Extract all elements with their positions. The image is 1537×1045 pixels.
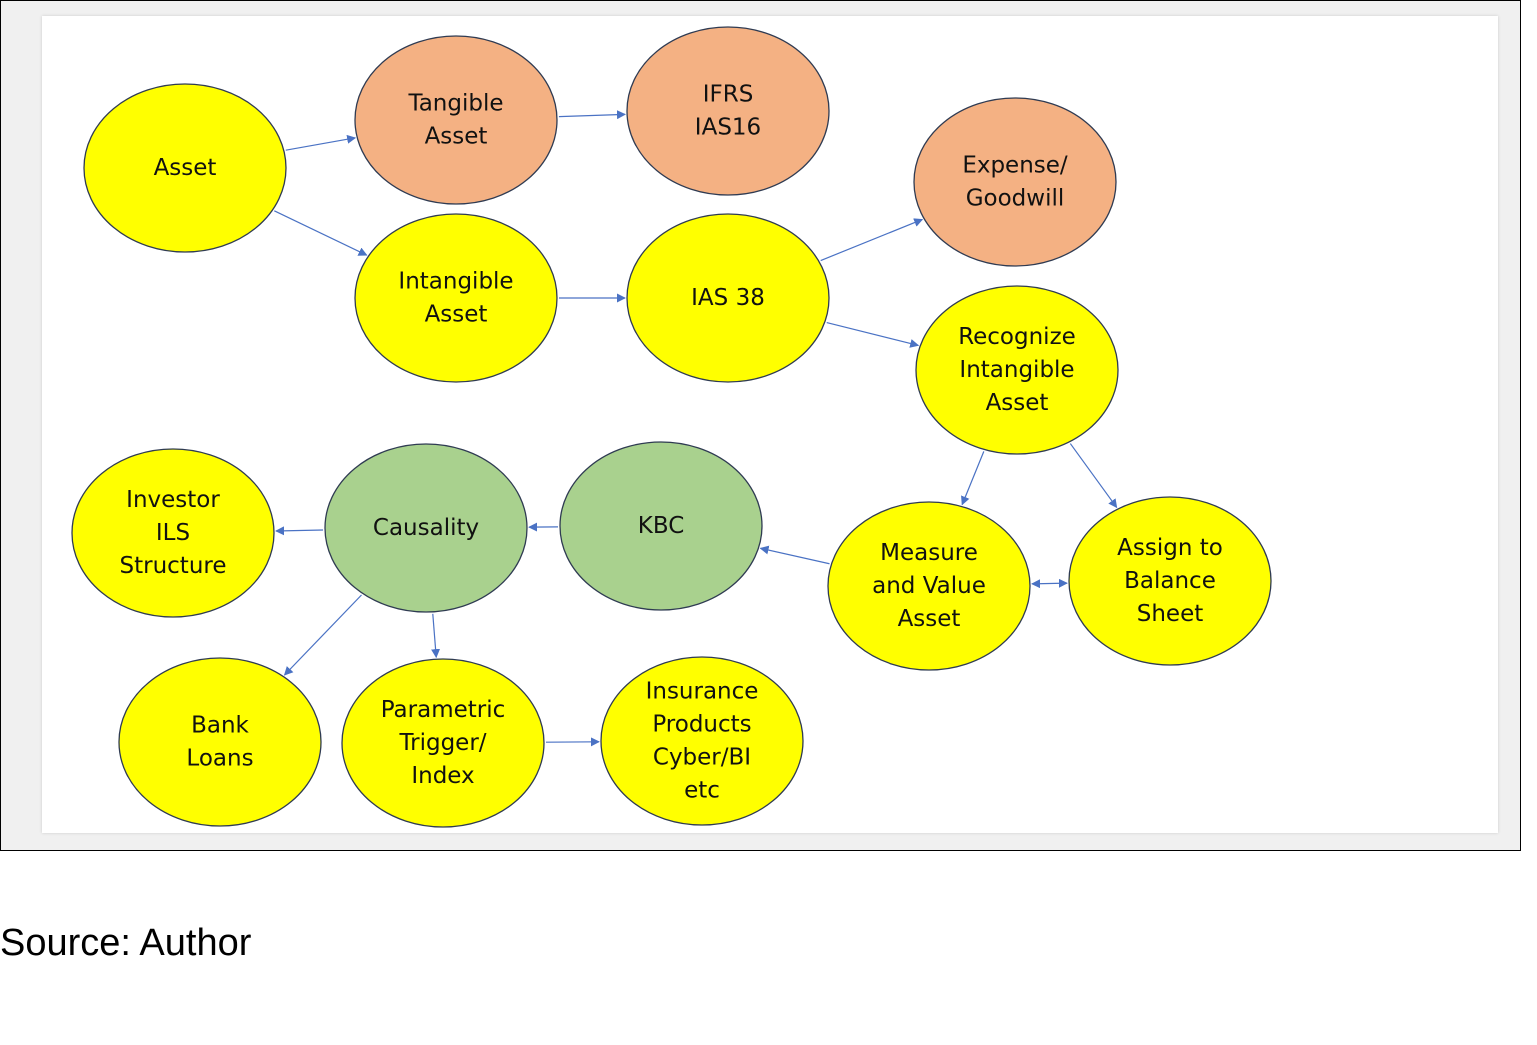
node-kbc-label: KBC [638,513,685,539]
node-insurance-ellipse [600,656,804,826]
source-caption: Source: Author [0,922,252,964]
node-causality-label: Causality [373,515,479,541]
node-insurance-label: Cyber/BI [653,745,751,771]
node-expense-label: Goodwill [966,186,1065,212]
arrow-measure-to-assign [1031,578,1068,589]
arrow-recognize-to-measure [961,451,985,506]
arrow-asset-to-tangible [285,134,357,151]
node-ias38: IAS 38 [626,213,830,383]
node-recognize-label: Recognize [958,324,1076,350]
node-insurance-label: Insurance [646,679,759,705]
node-ifrs: IFRS IAS16 [626,26,830,196]
arrow-causality-to-parametric [431,613,441,659]
node-assign-ellipse [1068,496,1272,666]
node-tangible-ellipse [354,35,558,205]
node-recognize-ellipse [915,285,1119,455]
node-measure-label: and Value [872,573,986,599]
node-investor-label: Structure [120,553,227,579]
node-tangible-label: Tangible [407,91,503,117]
node-ias38-label: IAS 38 [691,285,765,311]
node-bank-ellipse [118,657,322,827]
node-asset-label: Asset [154,155,217,181]
arrow-ias38-to-expense [820,218,924,262]
node-asset-ellipse [83,83,287,253]
node-measure-label: Asset [898,606,961,632]
arrow-measure-to-kbc [759,545,830,565]
node-causality-ellipse [324,443,528,613]
node-investor-label: Investor [126,487,220,513]
arrow-causality-to-investor [275,526,324,536]
arrow-asset-to-intangible [274,210,368,256]
node-intangible-ellipse [354,213,558,383]
flow-diagram: AssetTangibleAssetIFRSIAS16IntangibleAss… [71,26,1272,828]
node-investor-ellipse [71,448,275,618]
node-kbc: KBC [559,441,763,611]
arrow-recognize-to-assign [1069,443,1118,509]
node-asset: Asset [83,83,287,253]
arrow-ias38-to-recognize [826,322,920,348]
node-parametric-label: Index [411,763,474,789]
node-ifrs-ellipse [626,26,830,196]
node-assign-label: Balance [1124,568,1216,594]
node-intangible-label: Intangible [398,269,513,295]
node-ifrs-label: IFRS [703,82,754,108]
node-assign-label: Assign to [1117,535,1223,561]
node-ias38-ellipse [626,213,830,383]
node-parametric-ellipse [341,658,545,828]
node-assign-label: Sheet [1137,601,1204,627]
node-recognize-label: Intangible [959,357,1074,383]
node-measure-ellipse [827,501,1031,671]
node-ifrs-label: IAS16 [695,115,761,141]
arrow-causality-to-bank [283,594,362,676]
node-parametric-label: Parametric [381,697,506,723]
node-expense: Expense/Goodwill [913,97,1117,267]
node-bank-label: Loans [186,746,253,772]
node-measure-label: Measure [880,540,978,566]
node-expense-ellipse [913,97,1117,267]
arrow-tangible-to-ifrs [558,110,626,120]
node-tangible-label: Asset [425,124,488,150]
node-insurance-label: etc [684,778,720,804]
node-causality: Causality [324,443,528,613]
node-expense-label: Expense/ [962,153,1068,179]
node-recognize-label: Asset [986,390,1049,416]
node-parametric-label: Trigger/ [398,730,486,756]
node-insurance-label: Products [652,712,751,738]
node-bank-label: Bank [191,713,249,739]
node-investor-label: ILS [156,520,190,546]
node-intangible-label: Asset [425,302,488,328]
node-kbc-ellipse [559,441,763,611]
